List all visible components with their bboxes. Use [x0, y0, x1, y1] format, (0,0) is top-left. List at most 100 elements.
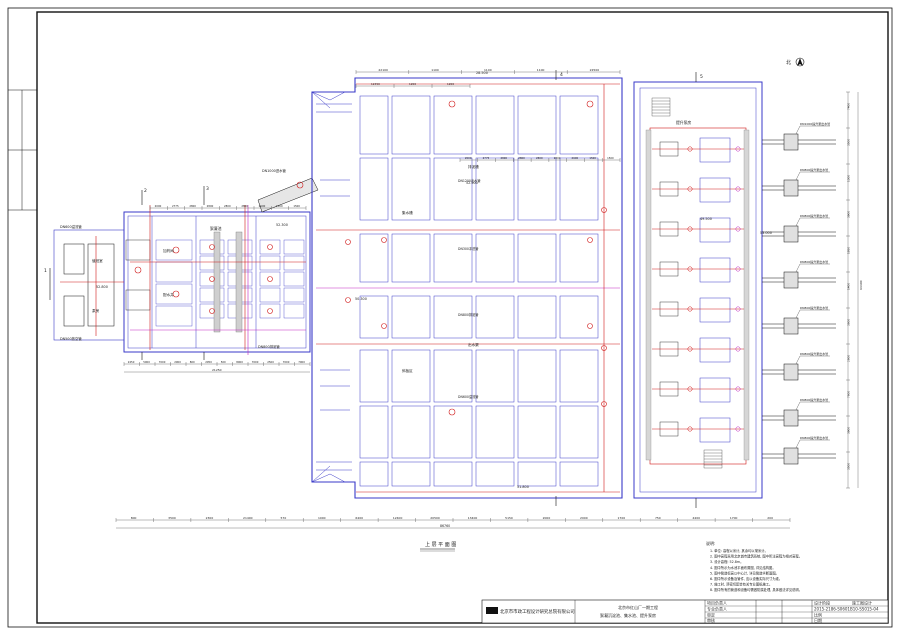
settling-cell — [475, 95, 515, 155]
settling-cell — [391, 157, 431, 221]
pipe-label-center-1: DN1200出水管 — [458, 178, 481, 183]
pump-valve — [735, 186, 741, 192]
label-settling-3: 排泥槽 — [468, 164, 479, 169]
settling-cell — [391, 461, 431, 487]
settling-cell — [433, 295, 473, 339]
outlet-valve-chamber — [783, 363, 799, 381]
dim-total-bottom: 86760 — [440, 524, 450, 528]
settling-cell — [475, 461, 515, 487]
dim-text: 8000 — [236, 360, 243, 364]
binding-margin — [8, 89, 37, 211]
settling-valves — [345, 100, 607, 416]
dim-text: 2000 — [155, 204, 162, 208]
pump-valve — [687, 346, 693, 352]
leader-line — [795, 263, 801, 273]
left-pipes — [60, 205, 306, 355]
leader-line — [795, 217, 801, 227]
outlet-pipe-label: DN800提升泵出水管 — [800, 213, 828, 218]
leader-line — [795, 171, 801, 181]
title-block: 北京市市政工程设计研究总院有限公司 北京市红山厂一期工程 絮凝沉淀池、集水池、提… — [481, 600, 889, 624]
label-settling-4: 出水渠 — [468, 342, 479, 347]
tb-drawing-no: 2015-2186-S0601B10-SS015-04 — [814, 607, 879, 612]
dim-text: 5000 — [143, 360, 150, 364]
leader-line — [795, 439, 801, 449]
outlet-valve-chamber — [783, 409, 799, 427]
outlet-valve-chamber — [783, 179, 799, 197]
dim-text: 800 — [190, 360, 195, 364]
dim-text: 750 — [655, 516, 661, 520]
note-item: 8. 图中所有的管道和设备均需做防腐处理, 具体做法详见说明。 — [710, 587, 802, 592]
dim-text: 3900 — [847, 211, 851, 218]
settling-cell — [475, 233, 515, 283]
settling-cell — [517, 95, 557, 155]
settling-cell — [359, 157, 389, 221]
pump-valve — [687, 226, 693, 232]
settling-cell — [559, 233, 599, 283]
section-mark-5: 5 — [700, 74, 703, 80]
settling-cell — [517, 349, 557, 403]
pump-valve — [735, 266, 741, 272]
elev-center-4: 50.300 — [355, 297, 367, 301]
dim-text: 1500 — [589, 156, 596, 160]
dim-text: 20500 — [430, 516, 440, 520]
dim-total-left: 21250 — [212, 368, 222, 372]
dim-text: 1500 — [293, 204, 300, 208]
settling-cell — [559, 461, 599, 487]
note-item: 2. 图中高程采用北京城市建筑系统, 图中所注高程为相对高程。 — [710, 554, 802, 559]
dim-text: 2450 — [128, 360, 135, 364]
dim-text: 2300 — [206, 516, 214, 520]
dim-text: 2500 — [267, 360, 274, 364]
section-mark-4-group: 4 — [555, 70, 563, 506]
settling-cell — [433, 405, 473, 459]
dim-text: 2900 — [174, 360, 181, 364]
settling-cell — [475, 349, 515, 403]
settling-cell — [517, 233, 557, 283]
pump-valve — [687, 146, 693, 152]
pipe-label-left-3: DN600溢流管 — [60, 224, 82, 229]
dim-text: 1700 — [618, 516, 626, 520]
settling-cell — [391, 349, 431, 403]
dim-text: 1300 — [847, 175, 851, 182]
drawing-name: 絮凝沉淀池、集水池、提升泵房 — [600, 612, 656, 618]
note-item: 1. 单位: 高程以米计, 其余均以毫米计。 — [710, 548, 768, 553]
outlet-valve-chamber — [783, 225, 799, 243]
settling-cell — [359, 295, 389, 339]
dim-text: 2800 — [518, 156, 525, 160]
pump-bay — [699, 177, 731, 203]
elev-left-1: 52.800 — [96, 285, 108, 289]
outlet-pipe-label: DN800提升泵出水管 — [800, 435, 828, 440]
notes-heading: 说明: — [706, 540, 715, 546]
dim-total-right: 64400 — [859, 280, 863, 290]
pump-valve — [687, 266, 693, 272]
pump-bay — [699, 377, 731, 403]
pump-valve — [687, 306, 693, 312]
tb-row-1-label: 项目负责人 — [707, 600, 727, 606]
settling-cell — [559, 295, 599, 339]
settling-pipes — [316, 83, 620, 493]
settling-cell — [475, 295, 515, 339]
tb-row-3-label: 审定 — [707, 612, 715, 618]
dim-text: 2000 — [580, 516, 588, 520]
pipe-label-left-1: DN1000进水管 — [262, 168, 287, 173]
pump-bay — [699, 217, 731, 243]
pump-valve — [687, 186, 693, 192]
dim-text: 570 — [281, 516, 287, 520]
plan-title: 上 层 平 面 图 — [425, 541, 456, 548]
settling-cell — [517, 405, 557, 459]
elev-center-1: 28.500 — [476, 71, 488, 75]
settling-tank — [311, 77, 623, 499]
right-pipe-labels: DN1000提升泵出水管DN800提升泵出水管DN800提升泵出水管DN800提… — [800, 121, 830, 440]
elev-right-1: 49.500 — [700, 217, 712, 221]
dim-text: 1700 — [730, 516, 738, 520]
settling-cell — [517, 461, 557, 487]
elev-center-3: 51.800 — [517, 485, 529, 489]
dim-text: 7000 — [283, 360, 290, 364]
outlet-valve-chamber — [783, 317, 799, 335]
note-item: 4. 图中所示为水池平面布置图, 详见结构图。 — [710, 565, 776, 570]
dim-text: 1100 — [484, 68, 492, 72]
left-building — [53, 211, 311, 353]
tb-row-2-label: 专业负责人 — [707, 606, 727, 612]
north-arrow: 北 — [786, 57, 805, 67]
